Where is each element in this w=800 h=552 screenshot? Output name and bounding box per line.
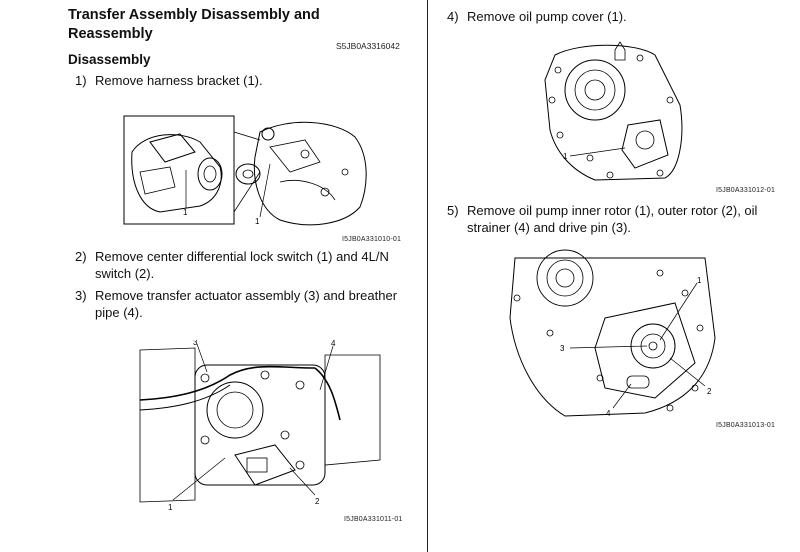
callout-1: 1	[563, 152, 568, 161]
step-1: 1) Remove harness bracket (1).	[75, 72, 415, 90]
step-number: 4)	[447, 9, 459, 24]
figure-oil-pump-rotors: 1 3 2 4	[509, 249, 716, 418]
step-number: 3)	[75, 288, 87, 303]
figure-caption: I5JB0A331010-01	[342, 236, 402, 243]
callout-1: 1	[697, 276, 702, 285]
callout-1b: 1	[255, 217, 260, 226]
figure-transfer-actuator: 3 4 1 2	[139, 340, 381, 512]
step-text: Remove center differential lock switch (…	[95, 249, 389, 281]
step-number: 5)	[447, 203, 459, 218]
subsection-heading: Disassembly	[68, 52, 151, 67]
document-id: S5JB0A3316042	[336, 41, 400, 51]
callout-1: 1	[183, 208, 188, 217]
step-number: 1)	[75, 73, 87, 88]
callout-4: 4	[606, 409, 611, 418]
figure-caption: I5JB0A331013-01	[716, 422, 776, 429]
step-2: 2) Remove center differential lock switc…	[75, 248, 420, 284]
step-4: 4) Remove oil pump cover (1).	[447, 8, 787, 26]
step-5: 5) Remove oil pump inner rotor (1), oute…	[447, 202, 792, 238]
section-title: Transfer Assembly Disassembly and Reasse…	[68, 7, 320, 42]
figure-caption: I5JB0A331012-01	[716, 187, 776, 194]
step-text: Remove transfer actuator assembly (3) an…	[95, 288, 398, 320]
step-text: Remove oil pump inner rotor (1), outer r…	[467, 203, 758, 235]
figure-oil-pump-cover: 1	[544, 41, 683, 181]
figure-harness-bracket: 1 1	[123, 115, 367, 226]
step-text: Remove oil pump cover (1).	[467, 9, 627, 24]
step-3: 3) Remove transfer actuator assembly (3)…	[75, 287, 420, 323]
callout-3: 3	[560, 344, 565, 353]
callout-2: 2	[707, 387, 712, 396]
callout-3: 3	[193, 340, 198, 347]
figure-caption: I5JB0A331011-01	[344, 516, 403, 523]
step-text: Remove harness bracket (1).	[95, 73, 263, 88]
callout-1: 1	[168, 503, 173, 512]
callout-4: 4	[331, 340, 336, 348]
column-divider	[427, 0, 428, 552]
step-number: 2)	[75, 249, 87, 264]
callout-2: 2	[315, 497, 320, 506]
